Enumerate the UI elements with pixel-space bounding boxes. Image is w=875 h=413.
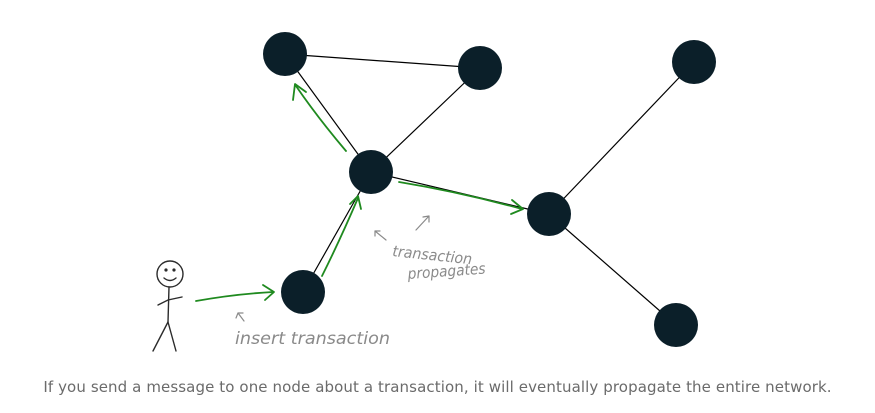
propagation-arrows (195, 83, 524, 302)
arrow-center-to-right-hub-head (510, 199, 524, 215)
person-body (167, 286, 170, 323)
edge-top-middle-to-center (370, 67, 481, 173)
edge-right-hub-to-bottom-right (548, 213, 677, 326)
insert-transaction-label: insert transaction (235, 329, 390, 349)
network-diagram: insert transaction transaction propagate… (152, 32, 716, 352)
node-bottom-right (654, 303, 698, 347)
node-right-hub (527, 192, 571, 236)
arrow-node-to-center (321, 197, 359, 277)
arrow-center-to-top-left (295, 85, 347, 152)
node-top-left (263, 32, 307, 76)
node-top-right (672, 40, 716, 84)
person-arms (157, 296, 183, 306)
propagate-pointer-icon-left (374, 230, 387, 241)
person-legs (152, 321, 177, 352)
person-head (156, 260, 184, 288)
node-top-middle (458, 46, 502, 90)
person-stick-figure (152, 260, 184, 352)
arrow-person-to-node-head (262, 284, 275, 301)
insert-pointer-icon (235, 312, 245, 322)
edge-top-left-to-center (284, 53, 372, 173)
edge-right-hub-to-top-right (548, 61, 695, 215)
network-nodes (263, 32, 716, 347)
arrow-node-to-center-head (349, 195, 362, 210)
arrow-center-to-right-hub (398, 181, 523, 210)
arrow-person-to-node (195, 291, 274, 302)
node-bottom-left (281, 270, 325, 314)
propagate-pointer-icon-right (415, 215, 430, 231)
diagram-caption: If you send a message to one node about … (43, 378, 832, 396)
edge-top-left-to-top-middle (284, 53, 481, 69)
network-edges (284, 53, 695, 326)
propagates-label: propagates (406, 260, 486, 283)
edge-center-to-bottom-left (302, 171, 372, 293)
node-center (349, 150, 393, 194)
arrow-center-to-top-left-head (292, 83, 307, 101)
annotation-pointers (235, 215, 430, 322)
